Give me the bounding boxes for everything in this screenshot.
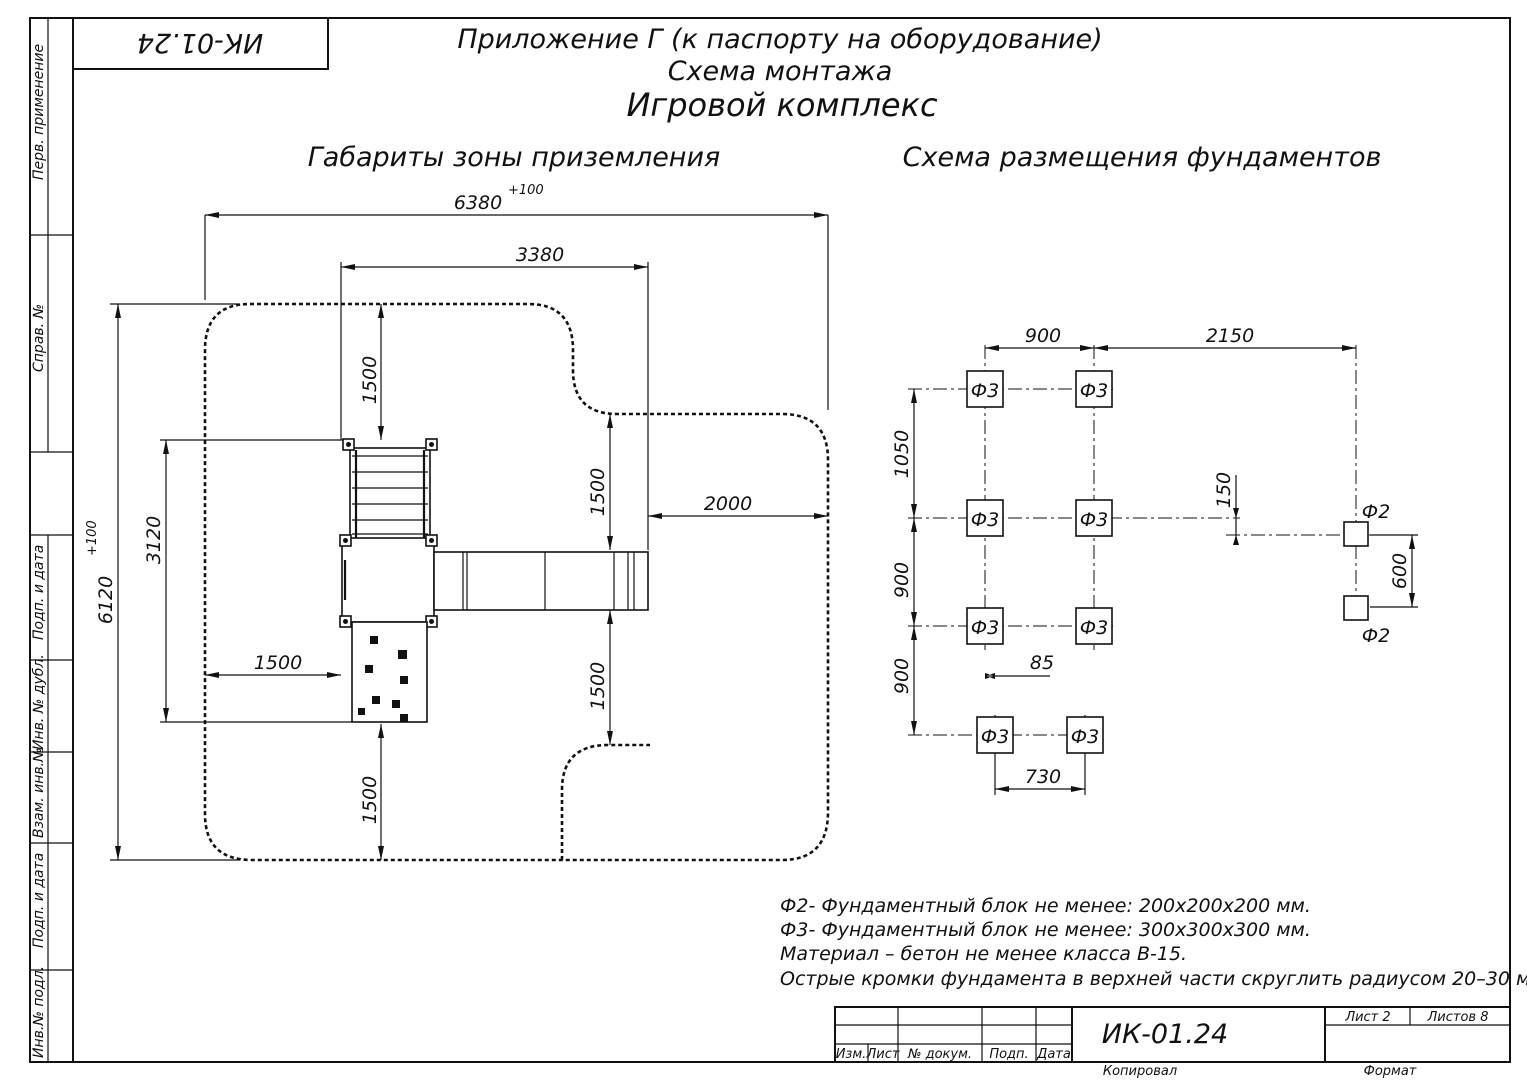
dim-900-top: 900 [1025, 325, 1061, 347]
landing-zone-outline [203, 302, 830, 862]
header-line-1: Приложение Г (к паспорту на оборудование… [457, 24, 1102, 55]
header-line-3: Игровой комплекс [626, 86, 937, 124]
dim-1500-top: 1500 [359, 356, 381, 404]
foundation-f3-8: Ф3 [1066, 716, 1104, 754]
dim-3380: 3380 [516, 244, 564, 266]
title-block-format: Формат [1364, 1064, 1417, 1079]
side-label-podp-1: Подп. и дата [31, 545, 47, 640]
dim-730: 730 [1025, 766, 1061, 788]
dim-1500-right-lower: 1500 [587, 662, 609, 710]
title-block-sheet: Лист 2 [1344, 1010, 1390, 1025]
note-3: Материал – бетон не менее класса В-15. [780, 943, 1187, 965]
foundation-f3-2: Ф3 [1075, 370, 1113, 408]
svg-text:Ф3: Ф3 [1080, 509, 1108, 531]
dim-900-a: 900 [891, 562, 913, 598]
notes: Ф2- Фундаментный блок не менее: 200х200х… [780, 895, 1527, 990]
svg-text:Ф3: Ф3 [971, 617, 999, 639]
dim-6380: 6380 [454, 192, 502, 214]
title-block-col-izm: Изм. [836, 1047, 867, 1062]
dim-6120-tolerance: +100 [85, 520, 100, 556]
right-view-title: Схема размещения фундаментов [903, 142, 1382, 173]
title-block-sheets: Листов 8 [1427, 1010, 1489, 1025]
title-block-col-podp: Подп. [989, 1047, 1028, 1062]
dim-600: 600 [1389, 553, 1411, 589]
side-label-sprav: Справ. № [31, 304, 47, 372]
title-block-copied: Копировал [1103, 1064, 1177, 1079]
side-label-perv: Перв. применение [31, 44, 47, 180]
foundation-f2-2: Ф2 [1343, 595, 1390, 647]
foundation-f3-1: Ф3 [966, 370, 1004, 408]
svg-text:Ф2: Ф2 [1362, 501, 1390, 523]
title-block: ИК-01.24 Лист 2 Листов 8 Изм. Лист № док… [834, 1006, 1511, 1079]
svg-text:Ф3: Ф3 [971, 509, 999, 531]
foundation-layout-view: 900 2150 1050 150 900 900 600 85 [891, 325, 1418, 795]
note-4: Острые кромки фундамента в верхней части… [780, 968, 1527, 990]
side-label-vzam: Взам. инв.№ [31, 747, 47, 838]
dim-6120: 6120 [95, 576, 117, 624]
header-line-2: Схема монтажа [668, 56, 893, 87]
title-block-col-doc: № докум. [907, 1047, 972, 1062]
title-block-col-date: Дата [1036, 1047, 1071, 1062]
dim-1500-bottom: 1500 [359, 776, 381, 824]
note-2: Ф3- Фундаментный блок не менее: 300х300х… [780, 919, 1311, 941]
svg-text:Ф3: Ф3 [1071, 726, 1099, 748]
foundation-f3-3: Ф3 [966, 499, 1004, 537]
dim-900-b: 900 [891, 658, 913, 694]
dim-150: 150 [1213, 472, 1235, 508]
side-label-inv-podl: Инв.№ подл. [31, 966, 47, 1058]
dim-3120: 3120 [143, 516, 165, 564]
dim-2150: 2150 [1206, 325, 1254, 347]
svg-text:Ф2: Ф2 [1362, 625, 1390, 647]
play-complex-top-view [339, 438, 649, 723]
title-block-col-list: Лист [866, 1047, 900, 1062]
dim-1050: 1050 [891, 430, 913, 478]
svg-text:Ф3: Ф3 [971, 380, 999, 402]
side-stamp: Перв. применение Справ. № Подп. и дата И… [30, 18, 73, 1062]
landing-zone-view: 6380 +100 3380 1500 1500 2000 3120 6120 … [85, 183, 830, 862]
svg-text:Ф3: Ф3 [1080, 617, 1108, 639]
dim-1500-right-upper: 1500 [587, 468, 609, 516]
note-1: Ф2- Фундаментный блок не менее: 200х200х… [780, 895, 1311, 917]
side-label-inv-dubl: Инв. № дубл. [31, 654, 47, 750]
dim-85: 85 [1030, 652, 1054, 674]
dim-6380-tolerance: +100 [508, 183, 544, 198]
dim-1500-left: 1500 [254, 652, 302, 674]
side-label-podp-2: Подп. и дата [31, 853, 47, 948]
foundation-f3-4: Ф3 [1075, 499, 1113, 537]
foundation-f3-6: Ф3 [1075, 607, 1113, 645]
foundation-f3-7: Ф3 [976, 716, 1014, 754]
title-block-code: ИК-01.24 [1102, 1019, 1228, 1050]
svg-text:Ф3: Ф3 [1080, 380, 1108, 402]
foundation-f2-1: Ф2 [1343, 501, 1390, 547]
corner-code: ИК-01.24 [137, 27, 263, 58]
foundation-f3-5: Ф3 [966, 607, 1004, 645]
dim-2000: 2000 [704, 493, 752, 515]
left-view-title: Габариты зоны приземления [308, 142, 721, 173]
corner-code-box: ИК-01.24 [72, 17, 329, 70]
svg-text:Ф3: Ф3 [981, 726, 1009, 748]
